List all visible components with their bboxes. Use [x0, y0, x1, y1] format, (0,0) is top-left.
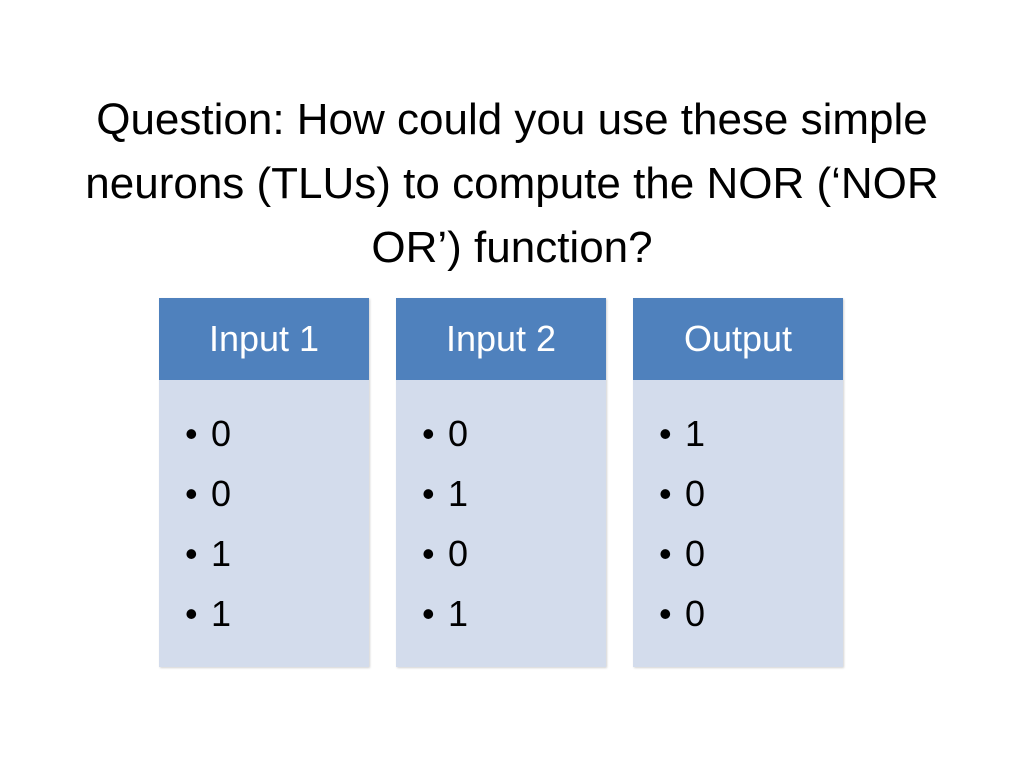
bullet-icon: •	[185, 473, 198, 514]
column-body-input-1: •0 •0 •1 •1	[159, 380, 369, 667]
value: 0	[685, 473, 706, 514]
value-list-output: •1 •0 •0 •0	[633, 404, 843, 644]
value-list-input-2: •0 •1 •0 •1	[396, 404, 606, 644]
list-item: •0	[185, 404, 369, 464]
value: 0	[448, 533, 469, 574]
list-item: •1	[185, 584, 369, 644]
list-item: •0	[659, 524, 843, 584]
value: 0	[685, 533, 706, 574]
value: 1	[448, 473, 469, 514]
value: 1	[448, 593, 469, 634]
bullet-icon: •	[659, 413, 672, 454]
value: 1	[211, 593, 232, 634]
value: 0	[211, 413, 232, 454]
list-item: •1	[422, 584, 606, 644]
column-body-input-2: •0 •1 •0 •1	[396, 380, 606, 667]
slide-title: Question: How could you use these simple…	[85, 95, 939, 272]
column-output: Output •1 •0 •0 •0	[633, 298, 843, 667]
bullet-icon: •	[185, 533, 198, 574]
list-item: •0	[659, 584, 843, 644]
value: 0	[211, 473, 232, 514]
value: 1	[685, 413, 706, 454]
value: 1	[211, 533, 232, 574]
list-item: •0	[422, 524, 606, 584]
bullet-icon: •	[422, 593, 435, 634]
column-input-2: Input 2 •0 •1 •0 •1	[396, 298, 606, 667]
list-item: •1	[185, 524, 369, 584]
list-item: •0	[659, 464, 843, 524]
column-header-output: Output	[633, 298, 843, 380]
bullet-icon: •	[185, 413, 198, 454]
column-input-1: Input 1 •0 •0 •1 •1	[159, 298, 369, 667]
bullet-icon: •	[422, 533, 435, 574]
list-item: •0	[185, 464, 369, 524]
bullet-icon: •	[422, 473, 435, 514]
value: 0	[685, 593, 706, 634]
bullet-icon: •	[659, 533, 672, 574]
value-list-input-1: •0 •0 •1 •1	[159, 404, 369, 644]
list-item: •1	[422, 464, 606, 524]
bullet-icon: •	[185, 593, 198, 634]
column-body-output: •1 •0 •0 •0	[633, 380, 843, 667]
column-header-input-2: Input 2	[396, 298, 606, 380]
bullet-icon: •	[659, 473, 672, 514]
list-item: •0	[422, 404, 606, 464]
column-header-input-1: Input 1	[159, 298, 369, 380]
bullet-icon: •	[422, 413, 435, 454]
value: 0	[448, 413, 469, 454]
list-item: •1	[659, 404, 843, 464]
bullet-icon: •	[659, 593, 672, 634]
